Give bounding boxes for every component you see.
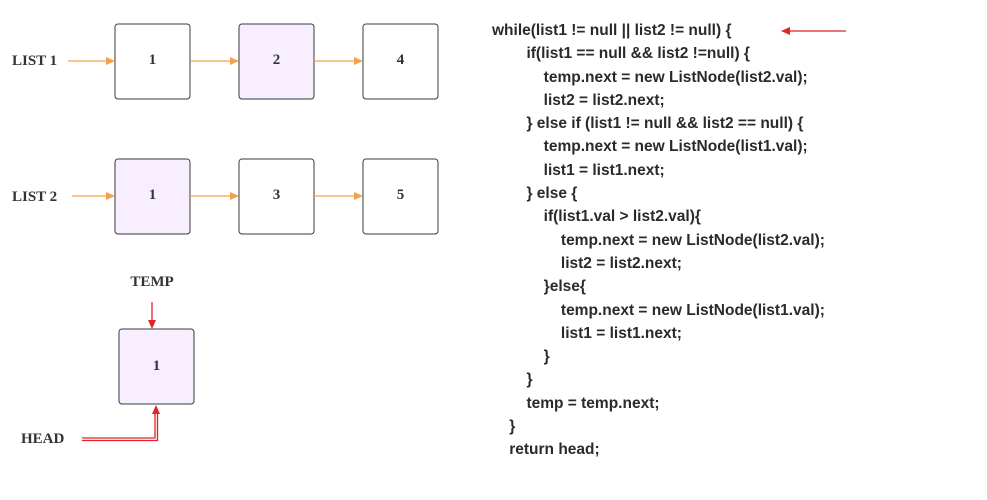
code-line: } <box>492 348 550 366</box>
list1-link-arrowhead-1 <box>230 57 239 65</box>
list1-node-value-2: 2 <box>273 52 281 68</box>
temp-pointer-arrowhead <box>148 320 156 329</box>
list1-entry-arrowhead <box>106 57 115 65</box>
list1-node: 1 <box>114 23 191 100</box>
list2-node: 3 <box>238 158 315 235</box>
code-line: temp = temp.next; <box>492 394 660 412</box>
code-line: return head; <box>492 441 600 459</box>
list1-link-arrowhead-2 <box>354 57 363 65</box>
list2-link-arrowhead-2 <box>354 192 363 200</box>
code-line: list2 = list2.next; <box>492 91 665 109</box>
head-label: HEAD <box>21 431 65 447</box>
list1-node: 2 <box>238 23 315 100</box>
temp-node-value: 1 <box>153 358 161 374</box>
list2-node: 1 <box>114 158 191 235</box>
code-line: list2 = list2.next; <box>492 254 682 272</box>
code-line: } <box>492 371 533 389</box>
code-line: temp.next = new ListNode(list1.val); <box>492 301 825 319</box>
list2-node-box-3 <box>362 158 439 235</box>
head-pointer-arrow-shadow <box>82 414 159 442</box>
list1-node-box-3 <box>362 23 439 100</box>
code-line: list1 = list1.next; <box>492 324 682 342</box>
list2-link-arrowhead-1 <box>230 192 239 200</box>
code-line: } else { <box>492 185 578 203</box>
code-line: } <box>492 418 516 436</box>
code-line: temp.next = new ListNode(list2.val); <box>492 231 825 249</box>
list1-node-value-3: 4 <box>397 52 405 68</box>
list2-entry-arrowhead <box>106 192 115 200</box>
code-line: temp.next = new ListNode(list2.val); <box>492 68 808 86</box>
loop-pointer-arrowhead <box>781 27 790 35</box>
temp-node-box <box>118 328 195 405</box>
list2-node: 5 <box>362 158 439 235</box>
list1-node-value-1: 1 <box>149 52 157 68</box>
code-line: } else if (list1 != null && list2 == nul… <box>492 115 804 133</box>
list2-label: LIST 2 <box>12 189 57 205</box>
temp-label: TEMP <box>130 274 173 290</box>
temp-node: 1 <box>118 328 195 405</box>
code-line: if(list1.val > list2.val){ <box>492 208 701 226</box>
list1-node: 4 <box>362 23 439 100</box>
code-line: if(list1 == null && list2 !=null) { <box>492 45 750 63</box>
code-line: temp.next = new ListNode(list1.val); <box>492 138 808 156</box>
head-pointer-arrowhead <box>152 405 160 414</box>
merge-code-block: while(list1 != null || list2 != null) { … <box>492 19 825 462</box>
list2-node-value-1: 1 <box>149 187 157 203</box>
code-line: }else{ <box>492 278 586 296</box>
list2-node-value-3: 5 <box>397 187 405 203</box>
code-line: while(list1 != null || list2 != null) { <box>492 22 732 39</box>
head-pointer-arrow <box>82 414 156 439</box>
list2-node-value-2: 3 <box>273 187 281 203</box>
code-line: list1 = list1.next; <box>492 161 665 179</box>
list1-label: LIST 1 <box>12 53 57 69</box>
